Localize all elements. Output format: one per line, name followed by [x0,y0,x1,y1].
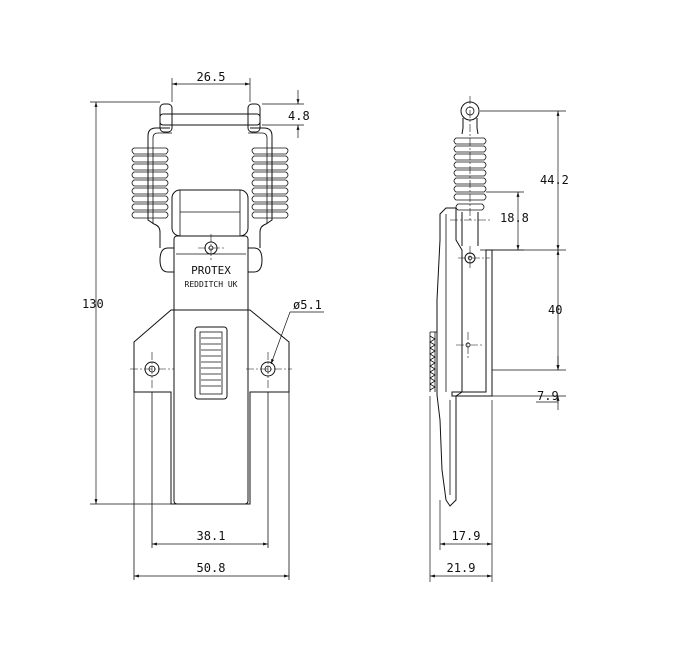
dim-roller-offset-text: 18.8 [500,211,529,225]
spring-left [131,147,169,219]
side-view: 44.2 18.8 40 7.9 17.9 [429,96,569,582]
dim-overall-depth: 21.9 [429,396,492,582]
grip-slot [194,326,228,400]
side-hole-center [456,332,484,358]
dim-pin-diameter-text: 4.8 [288,109,310,123]
dim-hole-spacing: 38.1 [152,529,268,546]
dim-pivot-to-base: 40 [492,250,566,371]
dim-pin-spacing-text: 26.5 [197,70,226,84]
location-label: REDDITCH UK [185,280,238,289]
side-grip-teeth [429,332,436,392]
side-lever-profile [436,207,463,507]
wire-hook [147,127,273,248]
dim-hole-diameter: ø5.1 [270,298,324,365]
front-view: PROTEX REDDITCH UK 26.5 4.8 130 [82,70,324,580]
dim-pin-diameter: 4.8 [262,90,310,138]
roller-block [171,189,249,237]
dim-base-width-text: 50.8 [197,561,226,575]
dim-hole-diameter-text: ø5.1 [293,298,322,312]
dim-overall-height: 130 [82,101,171,505]
mounting-hole-right [246,352,292,388]
dim-pivot-to-base-text: 40 [548,303,562,317]
dim-plate-width-text: 17.9 [452,529,481,543]
dim-upper-height: 44.2 [480,110,569,251]
pivot-point [198,234,224,262]
side-spring [453,137,487,211]
brand-label: PROTEX [191,264,231,277]
dim-hole-spacing-text: 38.1 [197,529,226,543]
cross-pin [159,113,261,126]
spring-right [251,147,289,219]
dim-roller-offset: 18.8 [480,191,529,251]
side-pivot [458,246,490,270]
dim-upper-height-text: 44.2 [540,173,569,187]
dim-overall-height-text: 130 [82,297,104,311]
mounting-hole-left [130,352,174,388]
dim-base-width: 50.8 [134,561,289,578]
dim-plate-width: 17.9 [439,400,493,582]
grip-ribs [201,337,221,387]
base-plate-outline [133,309,290,505]
base-plate-lower-edge [133,392,290,580]
dim-base-offset-text: 7.9 [537,389,559,403]
dim-base-offset: 7.9 [492,356,566,410]
dim-overall-depth-text: 21.9 [447,561,476,575]
dim-pin-spacing: 26.5 [171,70,251,102]
